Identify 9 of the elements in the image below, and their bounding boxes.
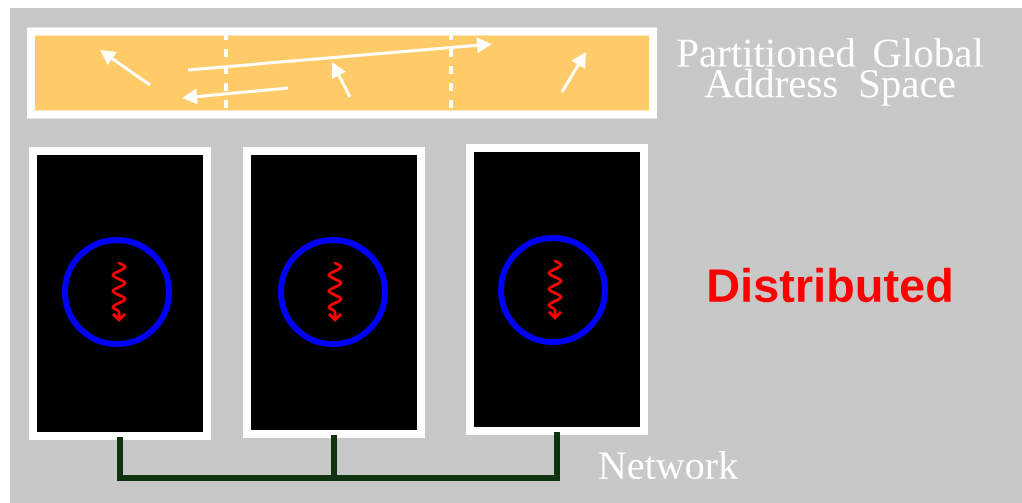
network-line xyxy=(331,432,560,481)
distributed-label: Distributed xyxy=(709,267,951,303)
processor-box xyxy=(243,147,425,438)
process-circle xyxy=(498,235,608,345)
processor-box xyxy=(29,147,211,440)
process-circle xyxy=(278,237,388,347)
address-space-band xyxy=(27,27,657,119)
processor-box xyxy=(466,144,648,435)
process-circle xyxy=(62,237,172,347)
